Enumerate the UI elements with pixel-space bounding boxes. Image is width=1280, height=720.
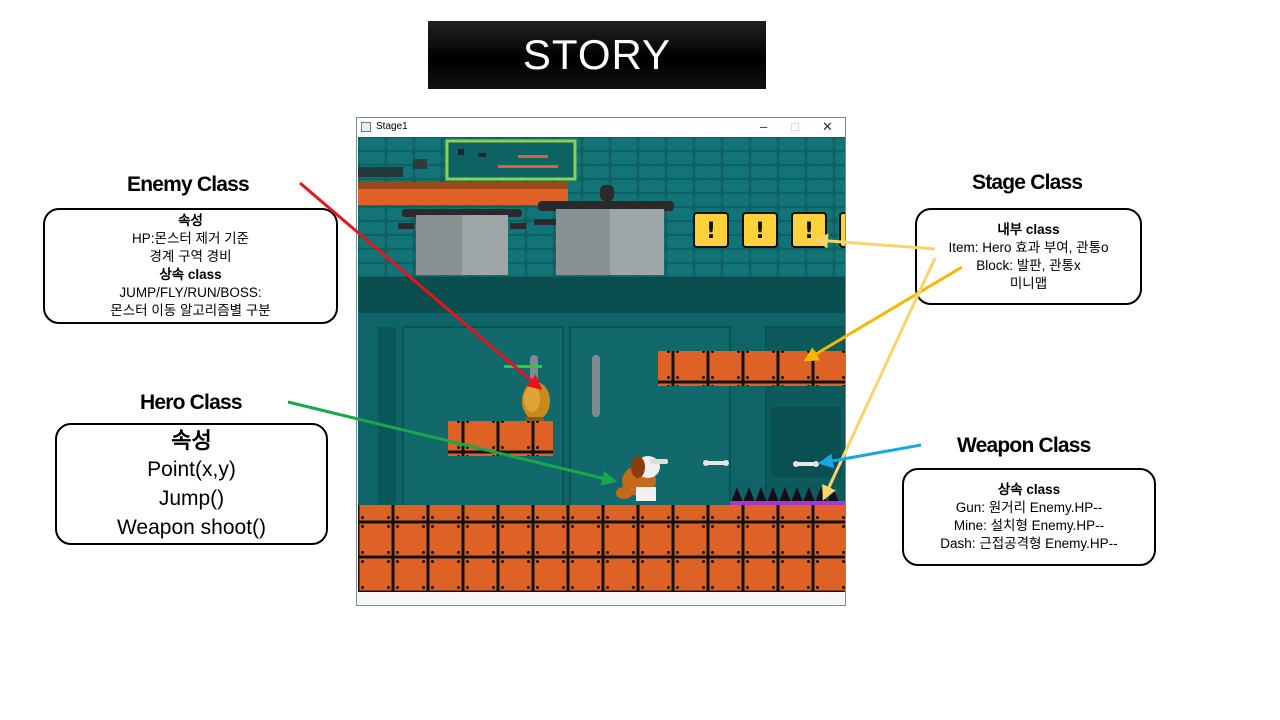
weapon-class-heading: Weapon Class <box>957 434 1091 457</box>
pot-left <box>398 209 526 275</box>
minimize-button[interactable]: – <box>760 119 768 134</box>
svg-text:!: ! <box>706 219 716 244</box>
enemy-box-line: JUMP/FLY/RUN/BOSS: <box>119 285 262 300</box>
item-blocks: ! ! ! <box>693 212 845 248</box>
svg-text:!: ! <box>755 219 765 244</box>
game-window[interactable]: Stage1 – □ ✕ <box>356 117 846 606</box>
block-platform-small <box>448 421 553 456</box>
enemy-box-line: 경계 구역 경비 <box>149 249 232 264</box>
window-title: Stage1 <box>376 121 408 132</box>
weapon-box-line: Gun: 원거리 Enemy.HP-- <box>955 500 1103 515</box>
ground-blocks <box>358 505 845 592</box>
enemy-class-heading: Enemy Class <box>127 173 250 196</box>
hero-box-line: 속성 <box>171 428 212 453</box>
close-button[interactable]: ✕ <box>822 119 833 134</box>
stage-box-line: Item: Hero 효과 부여, 관통o <box>948 239 1109 255</box>
hero-class-heading: Hero Class <box>140 391 243 414</box>
weapon-box-line: Dash: 근접공격형 Enemy.HP-- <box>940 536 1118 551</box>
bone-bullet-icon <box>703 460 729 466</box>
page-title: STORY <box>428 21 766 89</box>
enemy-box-line: HP:몬스터 제거 기준 <box>132 231 249 246</box>
stage-box-line: Block: 발판, 관통x <box>976 257 1081 273</box>
enemy-box-line: 속성 <box>178 213 203 228</box>
stage-box-line: 내부 class <box>997 221 1060 237</box>
hero-sprite <box>616 456 668 501</box>
maximize-button[interactable]: □ <box>791 119 799 134</box>
weapon-box-line: Mine: 설치형 Enemy.HP-- <box>953 518 1105 533</box>
counter-band <box>358 277 845 313</box>
weapon-box-line: 상속 class <box>997 482 1061 497</box>
stage-class-heading: Stage Class <box>972 171 1083 194</box>
hero-box-line: Jump() <box>158 487 225 510</box>
hero-box-line: Weapon shoot() <box>116 516 267 539</box>
enemy-box-line: 상속 class <box>159 267 222 282</box>
window-bottom-strip <box>357 592 845 605</box>
enemy-box-line: 몬스터 이동 알고리즘별 구분 <box>110 303 271 318</box>
pot-right <box>534 185 674 275</box>
hero-box-line: Point(x,y) <box>147 458 236 481</box>
java-app-icon <box>361 122 371 132</box>
window-titlebar[interactable]: Stage1 – □ ✕ <box>357 118 845 137</box>
cabinet-handle <box>592 355 600 417</box>
hero-class-box: 속성 Point(x,y) Jump() Weapon shoot() <box>55 423 328 545</box>
minimap <box>445 139 577 181</box>
stage-box-line: 미니맵 <box>1009 275 1048 291</box>
svg-text:!: ! <box>804 219 814 244</box>
block-platform-upper <box>658 351 845 386</box>
spike-trap <box>730 487 845 505</box>
game-canvas[interactable]: ! ! ! <box>358 137 845 592</box>
bone-bullet-icon <box>793 461 819 467</box>
